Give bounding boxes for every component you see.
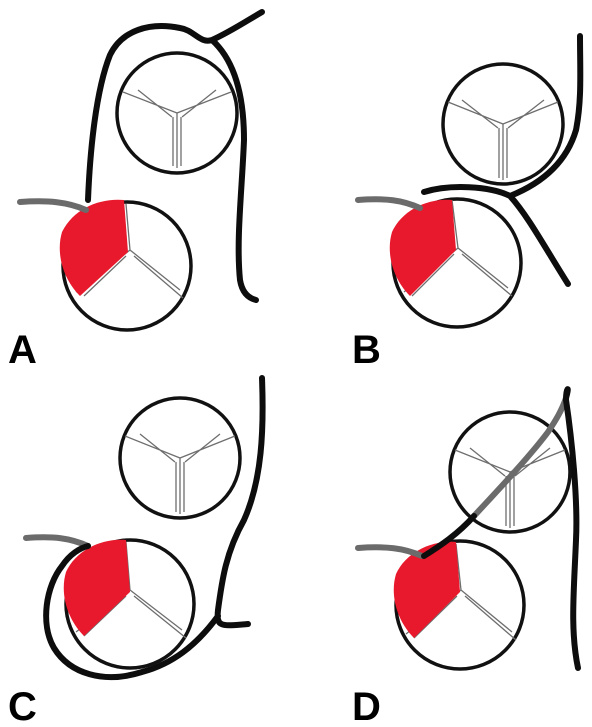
panel-label: B	[352, 328, 381, 372]
panel-d: D	[352, 389, 578, 727]
panel-b: B	[352, 36, 580, 372]
panel-a: A	[8, 12, 262, 372]
upper-valve	[443, 64, 563, 184]
panel-c: C	[8, 378, 263, 727]
vessel-stub	[358, 547, 422, 556]
panel-label: A	[8, 328, 37, 372]
upper-valve	[117, 53, 237, 173]
lower-valve	[60, 200, 191, 330]
lower-valve	[394, 541, 524, 669]
upper-valve	[120, 398, 240, 518]
panel-label: C	[8, 685, 37, 727]
lower-valve	[64, 540, 194, 668]
vessel-stub	[20, 201, 86, 210]
panel-label: D	[352, 685, 381, 727]
lower-valve	[390, 199, 521, 327]
vessel-stub	[26, 537, 88, 546]
vessel-stub	[358, 199, 420, 208]
